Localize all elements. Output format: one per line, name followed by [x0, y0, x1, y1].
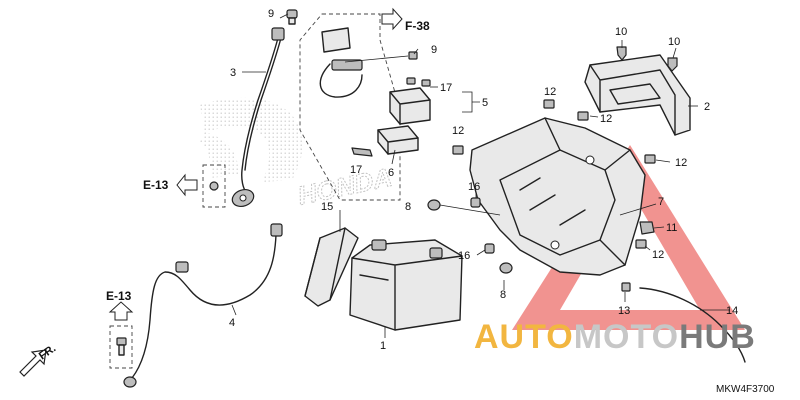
callout-11: 11 [666, 222, 677, 234]
callout-12-b: 12 [600, 113, 612, 125]
part-9-bolt-top [286, 9, 298, 25]
callout-6: 6 [388, 167, 394, 179]
callout-12-d: 12 [675, 157, 687, 169]
brand-part-hub: HUB [679, 318, 756, 356]
ref-e13-left: E-13 [143, 178, 169, 192]
e13-bottom-box [109, 325, 133, 369]
callout-12-c: 12 [452, 125, 464, 137]
part-4-cable [123, 223, 283, 388]
callout-9-top: 9 [268, 8, 274, 20]
callout-1: 1 [380, 340, 386, 352]
f38-dashed-group [299, 13, 418, 201]
callout-9-mid: 9 [431, 44, 437, 56]
callout-17-bottom: 17 [350, 164, 362, 176]
part-12-clips [452, 99, 656, 249]
callout-13: 13 [618, 305, 630, 317]
part-6-starter-relay [351, 125, 419, 157]
f38-arrow [381, 7, 403, 31]
callout-12-e: 12 [652, 249, 664, 261]
callout-12-a: 12 [544, 86, 556, 98]
callout-8-left: 8 [405, 201, 411, 213]
callout-14: 14 [726, 305, 738, 317]
part-5-relay [389, 77, 431, 125]
part-13-clip [621, 282, 631, 292]
part-15-band [304, 227, 359, 307]
part-2-cover [584, 46, 691, 136]
brand-part-moto: MOTO [574, 318, 679, 356]
ref-f38: F-38 [405, 19, 430, 33]
brand-part-auto: AUTO [474, 318, 574, 356]
callout-8-bottom: 8 [500, 289, 506, 301]
diagram-code: MKW4F3700 [716, 384, 775, 395]
honda-wing-watermark [200, 97, 303, 182]
callout-4: 4 [229, 317, 235, 329]
part-3-cable [231, 27, 285, 208]
part-14-tube [639, 287, 746, 363]
callout-15: 15 [321, 201, 333, 213]
part-16-bolts [470, 197, 495, 254]
e13-left-box [202, 164, 226, 208]
callout-2: 2 [704, 101, 710, 113]
callout-10-right: 10 [668, 36, 680, 48]
callout-17-top: 17 [440, 82, 452, 94]
honda-watermark-text: HONDA [295, 162, 394, 211]
callout-3: 3 [230, 67, 236, 79]
part-7-battery-tray [469, 117, 646, 276]
callout-10-left: 10 [615, 26, 627, 38]
callout-16-top: 16 [468, 181, 480, 193]
callout-5: 5 [482, 97, 488, 109]
part-11-clip [639, 221, 655, 235]
part-8-bolts [427, 199, 513, 274]
red-triangle-watermark [512, 145, 745, 330]
callout-16-bottom: 16 [458, 250, 470, 262]
e13-bottom-arrow [108, 301, 134, 321]
brand-watermark: AUTOMOTOHUB [474, 318, 756, 356]
front-arrow-icon [19, 349, 47, 377]
leader-lines [231, 13, 730, 338]
e13-left-arrow [176, 173, 198, 197]
callout-7: 7 [658, 196, 664, 208]
part-1-battery [349, 239, 463, 331]
ref-e13-bottom: E-13 [106, 289, 132, 303]
